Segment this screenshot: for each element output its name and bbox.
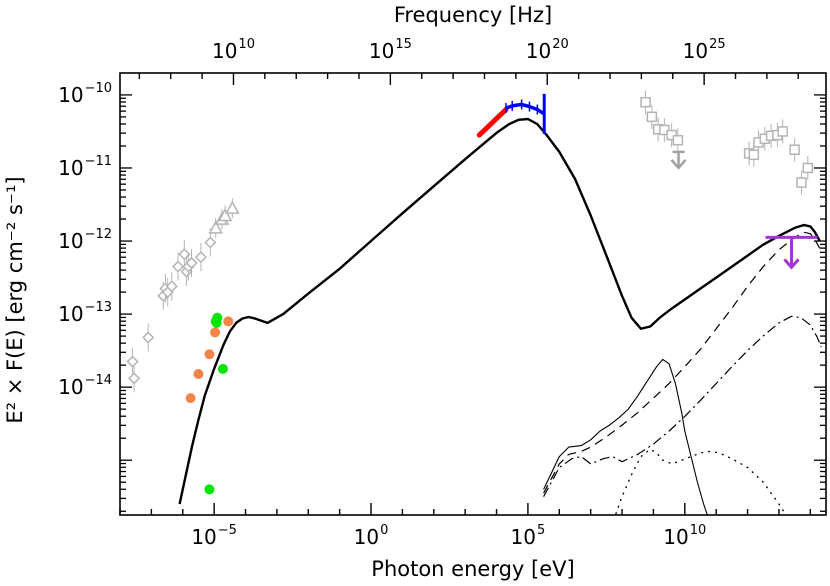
tick-base: 10 bbox=[526, 39, 551, 63]
data-point bbox=[178, 248, 191, 261]
tick-exponent: −5 bbox=[218, 523, 237, 538]
data-point bbox=[204, 236, 217, 249]
tick-base: 10 bbox=[212, 39, 237, 63]
tick-base: 10 bbox=[58, 156, 83, 180]
x-axis-title-top: Frequency [Hz] bbox=[394, 3, 552, 27]
data-point bbox=[646, 111, 658, 123]
tick-exponent: −10 bbox=[85, 81, 112, 96]
data-point bbox=[165, 280, 178, 293]
plot-frame bbox=[119, 72, 827, 516]
data-point bbox=[777, 126, 788, 137]
data-point bbox=[223, 316, 234, 327]
upper-limit-arrowhead bbox=[783, 258, 800, 270]
axis-ticks bbox=[119, 73, 826, 515]
model-curve-dashed bbox=[543, 231, 821, 494]
tick-exponent: −14 bbox=[85, 373, 112, 388]
tick-exponent: 10 bbox=[690, 523, 707, 538]
model-curve-solid-thick bbox=[178, 117, 821, 505]
data-point bbox=[640, 96, 651, 108]
y-tick-label: 10−13 bbox=[58, 300, 112, 326]
tick-base: 10 bbox=[191, 525, 216, 549]
upper-limit-arrowhead bbox=[670, 159, 687, 170]
tick-base: 10 bbox=[354, 525, 379, 549]
data-point bbox=[217, 207, 233, 222]
data-point bbox=[802, 162, 814, 174]
tick-exponent: −12 bbox=[85, 227, 112, 242]
tick-base: 10 bbox=[369, 39, 394, 63]
y-tick-label: 10−12 bbox=[58, 227, 112, 253]
data-point bbox=[171, 260, 185, 273]
data-point bbox=[185, 256, 198, 270]
data-point bbox=[142, 331, 155, 344]
data-point bbox=[225, 200, 240, 214]
data-point bbox=[208, 220, 223, 234]
x-axis-title-bottom: Photon energy [eV] bbox=[371, 557, 574, 581]
data-point bbox=[212, 312, 223, 323]
data-point bbox=[204, 484, 215, 495]
model-curves bbox=[178, 117, 822, 515]
tick-exponent: −11 bbox=[85, 154, 112, 169]
data-point bbox=[789, 144, 800, 155]
data-points bbox=[126, 90, 818, 495]
data-point bbox=[194, 251, 208, 264]
data-point bbox=[748, 149, 760, 161]
tick-base: 10 bbox=[58, 229, 83, 253]
tick-base: 10 bbox=[683, 39, 708, 63]
optical-uv-segment bbox=[476, 107, 509, 138]
model-curve-dashdot bbox=[543, 315, 822, 497]
tick-exponent: 25 bbox=[709, 37, 726, 52]
data-point bbox=[796, 177, 807, 188]
tick-base: 10 bbox=[58, 83, 83, 107]
data-point bbox=[210, 327, 221, 338]
xray-spectrum bbox=[505, 102, 546, 116]
tick-exponent: −13 bbox=[85, 300, 112, 315]
tick-exponent: 0 bbox=[380, 523, 388, 538]
model-curve-solid-thin bbox=[543, 358, 708, 515]
data-point bbox=[126, 355, 139, 368]
tick-base: 10 bbox=[663, 525, 688, 549]
tick-exponent: 10 bbox=[238, 37, 255, 52]
tick-base: 10 bbox=[58, 375, 83, 399]
y-axis-title: E² × F(E) [erg cm⁻² s⁻¹] bbox=[3, 176, 27, 423]
tick-base: 10 bbox=[58, 302, 83, 326]
tick-base: 10 bbox=[511, 525, 536, 549]
tick-exponent: 5 bbox=[537, 523, 545, 538]
y-tick-label: 10−10 bbox=[58, 81, 112, 107]
data-point bbox=[193, 368, 204, 379]
y-tick-label: 10−11 bbox=[58, 154, 112, 180]
y-tick-label: 10−14 bbox=[58, 373, 112, 399]
data-point bbox=[217, 363, 228, 374]
data-point bbox=[204, 349, 215, 360]
data-point bbox=[128, 372, 141, 385]
tick-exponent: 20 bbox=[552, 37, 569, 52]
x-tick-label: 10−5 bbox=[191, 523, 237, 549]
tick-exponent: 15 bbox=[395, 37, 412, 52]
data-point bbox=[672, 134, 684, 146]
data-point bbox=[185, 393, 196, 404]
